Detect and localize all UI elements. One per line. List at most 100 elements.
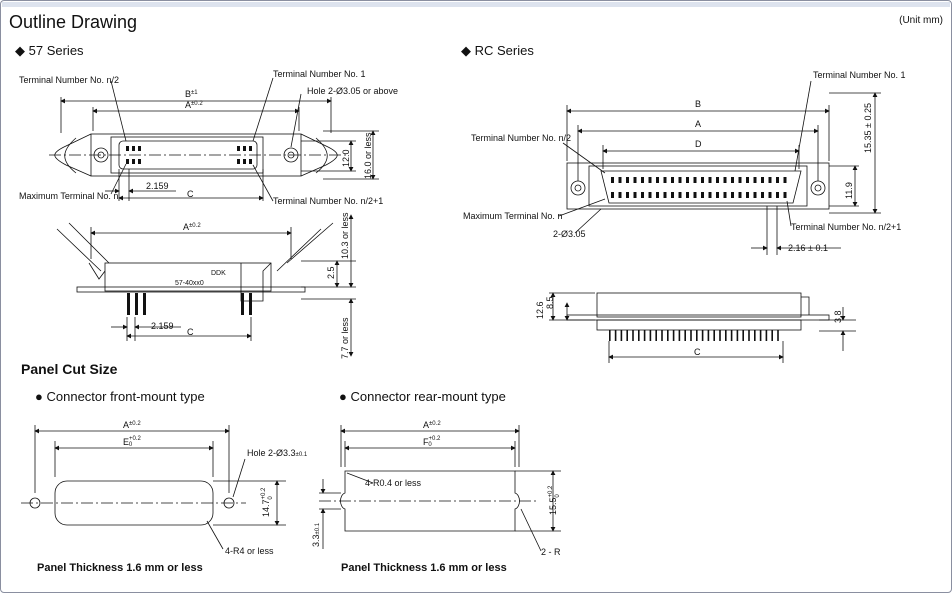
s57-part-label: 57-40xx0 [175, 280, 204, 287]
rc-pin [641, 177, 644, 183]
front-mount-heading: ● Connector front-mount type [35, 389, 205, 404]
rc-pin [738, 192, 742, 198]
rc-pin [626, 192, 629, 198]
rc-side-pin [632, 330, 634, 341]
rc-pin [656, 177, 659, 183]
page-title: Outline Drawing [9, 12, 138, 32]
s57-dim-a: A±0.2 [185, 100, 203, 110]
rc-heading: ◆ RC Series [461, 43, 534, 58]
rc-side-pin [667, 330, 669, 341]
rc-side-pin [730, 330, 733, 341]
rc-side-pin [696, 330, 698, 341]
rc-pin [753, 192, 757, 198]
rear-r2: 2 - R [541, 547, 561, 557]
rc-pin [693, 177, 697, 183]
rc-term-1: Terminal Number No. 1 [813, 70, 906, 80]
rc-pin [663, 192, 667, 198]
rc-pin [731, 192, 734, 198]
rc-side-pin [701, 330, 704, 341]
rc-side-pin [620, 330, 623, 341]
rc-pin [761, 177, 764, 183]
rear-mount-cutout [319, 425, 561, 552]
s57-term-n2: Terminal Number No. n/2 [19, 75, 119, 85]
rc-pin [656, 192, 659, 198]
rc-max-term: Maximum Terminal No. n [463, 211, 562, 221]
rc-pin [611, 177, 614, 183]
rc-pin [701, 192, 704, 198]
rear-dim-155: 15.5+0.20 [548, 485, 561, 515]
rc-pin [663, 177, 667, 183]
rc-side-pin [678, 330, 681, 341]
rc-side-pin [765, 330, 768, 341]
rc-dim-119: 11.9 [844, 182, 854, 199]
rear-mount-heading: ● Connector rear-mount type [339, 389, 506, 404]
rc-pin [716, 192, 719, 198]
s57-dim-25: 2.5 [326, 266, 336, 279]
rear-r04: 4-R0.4 or less [365, 478, 422, 488]
rc-side-pin [707, 330, 710, 341]
rc-pin [648, 177, 652, 183]
s57-term-1: Terminal Number No. 1 [273, 69, 366, 79]
rc-side-pin [638, 330, 640, 341]
rc-dim-1535: 15.35 ± 0.25 [863, 103, 873, 153]
rc-pin [746, 177, 749, 183]
rc-side-view [549, 292, 856, 363]
rc-pin [678, 192, 682, 198]
rc-side-pin [614, 330, 617, 341]
s57-hole: Hole 2-Ø3.05 or above [307, 86, 398, 96]
rc-dim-85: 8.5 [545, 296, 555, 309]
s57-dim-2159: 2.159 [146, 181, 169, 191]
rc-pin [686, 192, 689, 198]
s57-max-term: Maximum Terminal No. n [19, 191, 118, 201]
rc-pin [708, 177, 712, 183]
s57-dim-77: 7.7 or less [340, 317, 350, 359]
s57-dim-c: C [187, 189, 194, 199]
rc-hole: 2-Ø3.05 [553, 229, 586, 239]
rc-pin [753, 177, 757, 183]
s57-dim-103: 10.3 or less [340, 212, 350, 259]
rc-dim-216: 2.16 ± 0.1 [788, 243, 828, 253]
rc-side-pin [736, 330, 739, 341]
rear-panel-thickness: Panel Thickness 1.6 mm or less [341, 562, 507, 574]
front-hole: Hole 2-Ø3.3±0.1 [247, 448, 308, 458]
s57-side-c: C [187, 327, 194, 337]
unit-label: (Unit mm) [899, 15, 943, 26]
s57-ddk-label: DDK [211, 270, 226, 277]
rc-side-pin [643, 330, 646, 341]
rc-term-n21: Terminal Number No. n/2+1 [791, 222, 901, 232]
rc-pin [641, 192, 644, 198]
rc-pin [783, 192, 787, 198]
rc-pin [618, 192, 622, 198]
s57-side-2159: 2.159 [151, 321, 174, 331]
diamond-bullet-icon: ◆ [461, 43, 471, 58]
rc-dim-d: D [695, 139, 702, 149]
rc-side-pin [661, 330, 663, 341]
diamond-bullet-icon: ◆ [15, 43, 25, 58]
circle-bullet-icon: ● [339, 389, 347, 404]
rc-pin [783, 177, 787, 183]
rc-pin [776, 192, 779, 198]
rc-pin [768, 192, 772, 198]
rc-pin [671, 177, 674, 183]
series57-heading: ◆ 57 Series [15, 43, 84, 58]
rc-side-pin [690, 330, 692, 341]
rc-dim-a: A [695, 119, 701, 129]
rc-side-pin [713, 330, 715, 341]
rc-side-pin [748, 330, 750, 341]
rc-pin [738, 177, 742, 183]
rc-pin [611, 192, 614, 198]
rc-pin [671, 192, 674, 198]
rc-front-view [558, 80, 881, 255]
rc-side-pin [719, 330, 721, 341]
rc-pin [708, 192, 712, 198]
rc-pin [723, 177, 727, 183]
header-bar [2, 2, 950, 7]
rc-pin [723, 192, 727, 198]
front-r4: 4-R4 or less [225, 546, 274, 556]
s57-dim-b: B±1 [185, 89, 198, 99]
rc-pin [693, 192, 697, 198]
rc-side-pin [649, 330, 652, 341]
